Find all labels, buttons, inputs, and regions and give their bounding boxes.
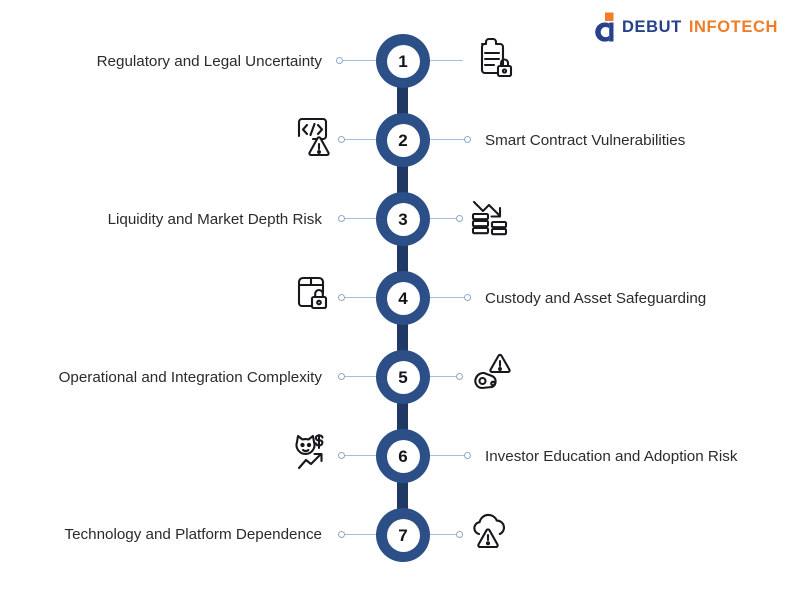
spine-segment-3-4: [397, 244, 408, 274]
logo-word-debut: DEBUT: [622, 17, 682, 36]
spine-segment-2-3: [397, 165, 408, 195]
leader-marker-5: [338, 373, 345, 380]
timeline-label-4: Custody and Asset Safeguarding: [485, 290, 707, 307]
investor-growth-icon: [288, 427, 336, 475]
leader-marker-6b: [464, 452, 471, 459]
leader-marker-1: [336, 57, 343, 64]
leader-line-6: [340, 455, 398, 457]
timeline-node-3[interactable]: 3: [376, 192, 430, 246]
leader-line-5: [340, 376, 398, 378]
gear-warning-icon: [466, 349, 514, 397]
spine-segment-1-2: [397, 86, 408, 116]
node-inner-4: 4: [386, 281, 420, 315]
timeline-label-2: Smart Contract Vulnerabilities: [485, 132, 686, 149]
timeline-node-6[interactable]: 6: [376, 429, 430, 483]
leader-marker-3: [338, 215, 345, 222]
node-number-2: 2: [398, 130, 408, 150]
timeline-node-5[interactable]: 5: [376, 350, 430, 404]
node-number-1: 1: [398, 51, 408, 71]
box-lock-icon: [290, 268, 338, 316]
node-number-6: 6: [398, 446, 408, 466]
leader-marker-7b: [456, 531, 463, 538]
leader-line-3: [340, 218, 398, 220]
debut-infotech-logo-mark: [589, 12, 615, 42]
leader-marker-4: [338, 294, 345, 301]
node-inner-1: 1: [386, 44, 420, 78]
leader-marker-6: [338, 452, 345, 459]
cloud-warning-icon: [466, 506, 514, 554]
code-warning-icon: [290, 112, 338, 160]
leader-line-2b: [408, 139, 466, 141]
timeline-node-1[interactable]: 1: [376, 34, 430, 88]
spine-segment-5-6: [397, 402, 408, 432]
leader-marker-2b: [464, 136, 471, 143]
leader-line-4b: [408, 297, 466, 299]
leader-marker-3b: [456, 215, 463, 222]
node-inner-6: 6: [386, 439, 420, 473]
logo-wordmark: DEBUT INFOTECH: [622, 18, 778, 37]
timeline-label-6: Investor Education and Adoption Risk: [485, 448, 738, 465]
node-inner-5: 5: [386, 360, 420, 394]
logo-word-infotech: INFOTECH: [688, 17, 778, 36]
spine-segment-6-7: [397, 481, 408, 511]
leader-line-3b: [408, 218, 458, 220]
leader-line-4: [340, 297, 398, 299]
spine-segment-4-5: [397, 323, 408, 353]
timeline-label-3: Liquidity and Market Depth Risk: [107, 211, 322, 228]
node-number-3: 3: [398, 209, 408, 229]
leader-line-7b: [408, 534, 458, 536]
leader-line-7: [340, 534, 398, 536]
leader-line-1b: [408, 60, 463, 62]
node-inner-2: 2: [386, 123, 420, 157]
timeline-node-2[interactable]: 2: [376, 113, 430, 167]
timeline-label-5: Operational and Integration Complexity: [58, 369, 322, 386]
timeline-label-1: Regulatory and Legal Uncertainty: [96, 53, 322, 70]
leader-line-6b: [408, 455, 466, 457]
declining-coins-icon: [466, 192, 514, 240]
leader-marker-7: [338, 531, 345, 538]
timeline-node-4[interactable]: 4: [376, 271, 430, 325]
leader-marker-5b: [456, 373, 463, 380]
leader-line-5b: [408, 376, 458, 378]
node-number-5: 5: [398, 367, 408, 387]
leader-line-2: [340, 139, 398, 141]
node-number-4: 4: [398, 288, 408, 308]
node-inner-7: 7: [386, 518, 420, 552]
timeline-label-7: Technology and Platform Dependence: [64, 526, 322, 543]
brand-logo: DEBUT INFOTECH: [589, 12, 778, 42]
clipboard-lock-icon: [468, 35, 516, 83]
leader-marker-4b: [464, 294, 471, 301]
leader-line-1: [338, 60, 398, 62]
node-inner-3: 3: [386, 202, 420, 236]
timeline-node-7[interactable]: 7: [376, 508, 430, 562]
leader-marker-2: [338, 136, 345, 143]
node-number-7: 7: [398, 525, 408, 545]
